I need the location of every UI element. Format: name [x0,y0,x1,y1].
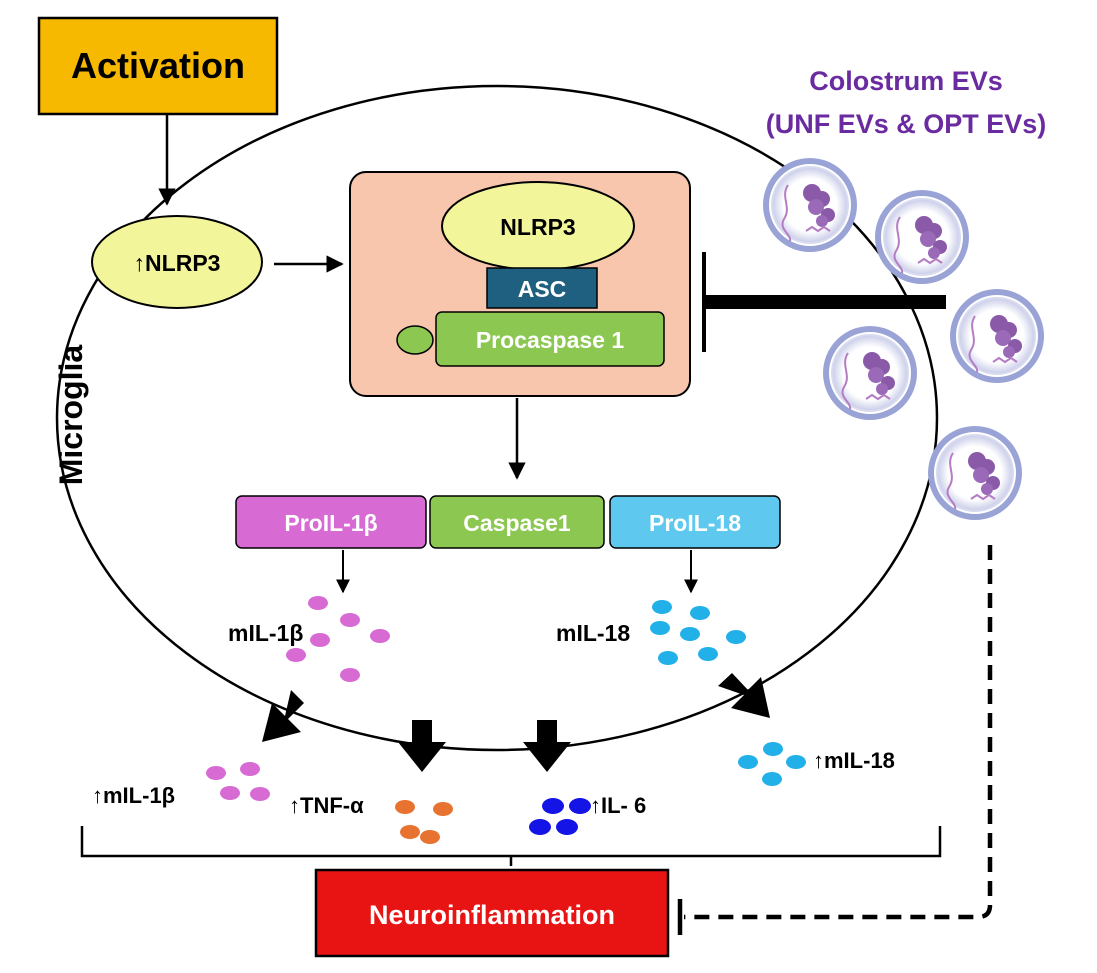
ev-vesicle-3 [953,292,1041,380]
activation-box [37,16,279,116]
secreted-il6-dots [529,798,591,835]
secretion-arrows [262,673,770,772]
mature-il18-dots [650,600,746,665]
secreted-tnf-label: ↑TNF-α [289,793,364,818]
caspase1-box [429,495,605,549]
inflammasome-nlrp3-label: NLRP3 [500,214,575,240]
microglia-label: Microglia [53,345,89,486]
secretion-arrow-il6 [523,720,571,772]
mature-il1b-dots [286,596,390,682]
procaspase-card-domain [396,325,434,355]
pro-il1b-box [235,495,427,549]
microglia-cell [55,84,939,752]
ev-title-line1: Colostrum EVs [809,66,1003,96]
neuroinflammation-label: Neuroinflammation [369,900,615,930]
secretion-arrow-tnf [398,720,446,772]
ev-vesicle-5 [931,429,1019,517]
procaspase-box [435,311,665,367]
nlrp3-upregulated-label: ↑NLRP3 [134,250,221,276]
secreted-il1b-label: ↑mIL-1β [92,783,175,808]
neuroinflammation-box [314,868,670,958]
secreted-il1b-dots [206,762,270,801]
ev-title-line2: (UNF EVs & OPT EVs) [766,109,1047,139]
nlrp3-upregulated [91,215,263,309]
secreted-il18-label: ↑mIL-18 [813,748,895,773]
procaspase-label: Procaspase 1 [476,327,625,353]
ev-vesicle-4 [826,329,914,417]
secreted-il6-label: ↑IL- 6 [590,793,646,818]
ev-vesicle-1 [766,161,854,249]
asc-label: ASC [518,276,567,302]
asc-box [486,267,598,309]
ev-dashed-inhibition [684,545,993,920]
secreted-il18-dots [738,742,806,786]
pro-il18-label: ProIL-18 [649,510,741,536]
pro-il1b-label: ProIL-1β [284,510,377,536]
caspase1-label: Caspase1 [463,510,571,536]
mature-il1b-label: mIL-1β [228,620,303,646]
activation-label: Activation [71,45,245,86]
secretion-arrow-il18 [718,673,770,718]
ev-vesicle-2 [878,193,966,281]
pro-il18-box [609,495,781,549]
mature-il18-label: mIL-18 [556,620,630,646]
secreted-tnf-dots [395,800,453,844]
cytokine-bracket [80,826,942,858]
secretion-arrow-il1b [262,690,304,742]
